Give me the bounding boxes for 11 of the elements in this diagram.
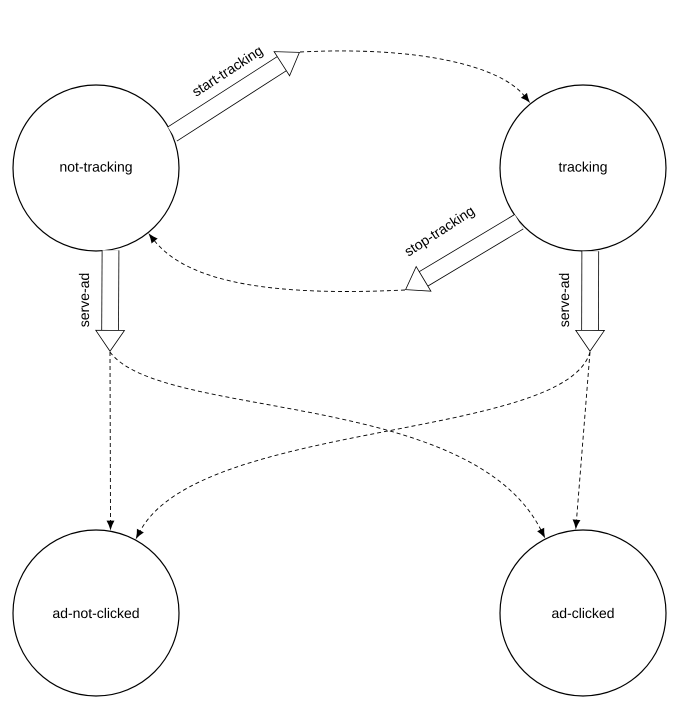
dashed-arrow [572,352,590,528]
dashed-arrow [136,352,590,538]
edge-label: serve-ad [558,272,570,328]
dashed-arrow [300,50,530,102]
hollow-arrow [168,51,300,142]
hollow-arrow [95,250,126,352]
dashed-arrow [110,352,545,538]
edge-label: serve-ad [78,272,90,328]
dashed-arrow [149,234,406,292]
dashed-arrow [106,352,114,530]
hollow-arrow [405,214,524,292]
